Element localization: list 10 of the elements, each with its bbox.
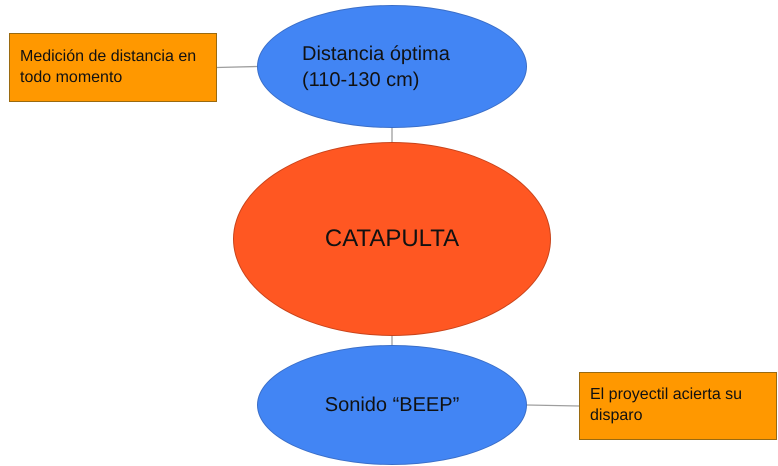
note-box	[579, 372, 777, 440]
node-text: CATAPULTA	[324, 224, 460, 254]
node-text: Medición de distancia en todo momento	[20, 46, 198, 88]
connector-line	[216, 66, 258, 68]
node-text: El proyectil acierta su disparo	[590, 385, 744, 426]
node-text: Sonido “BEEP”	[324, 393, 460, 418]
connector-line	[391, 128, 393, 142]
node-text: Distancia óptima (110-130 cm)	[302, 42, 451, 92]
note-box	[9, 33, 217, 102]
connector-line	[526, 404, 580, 407]
